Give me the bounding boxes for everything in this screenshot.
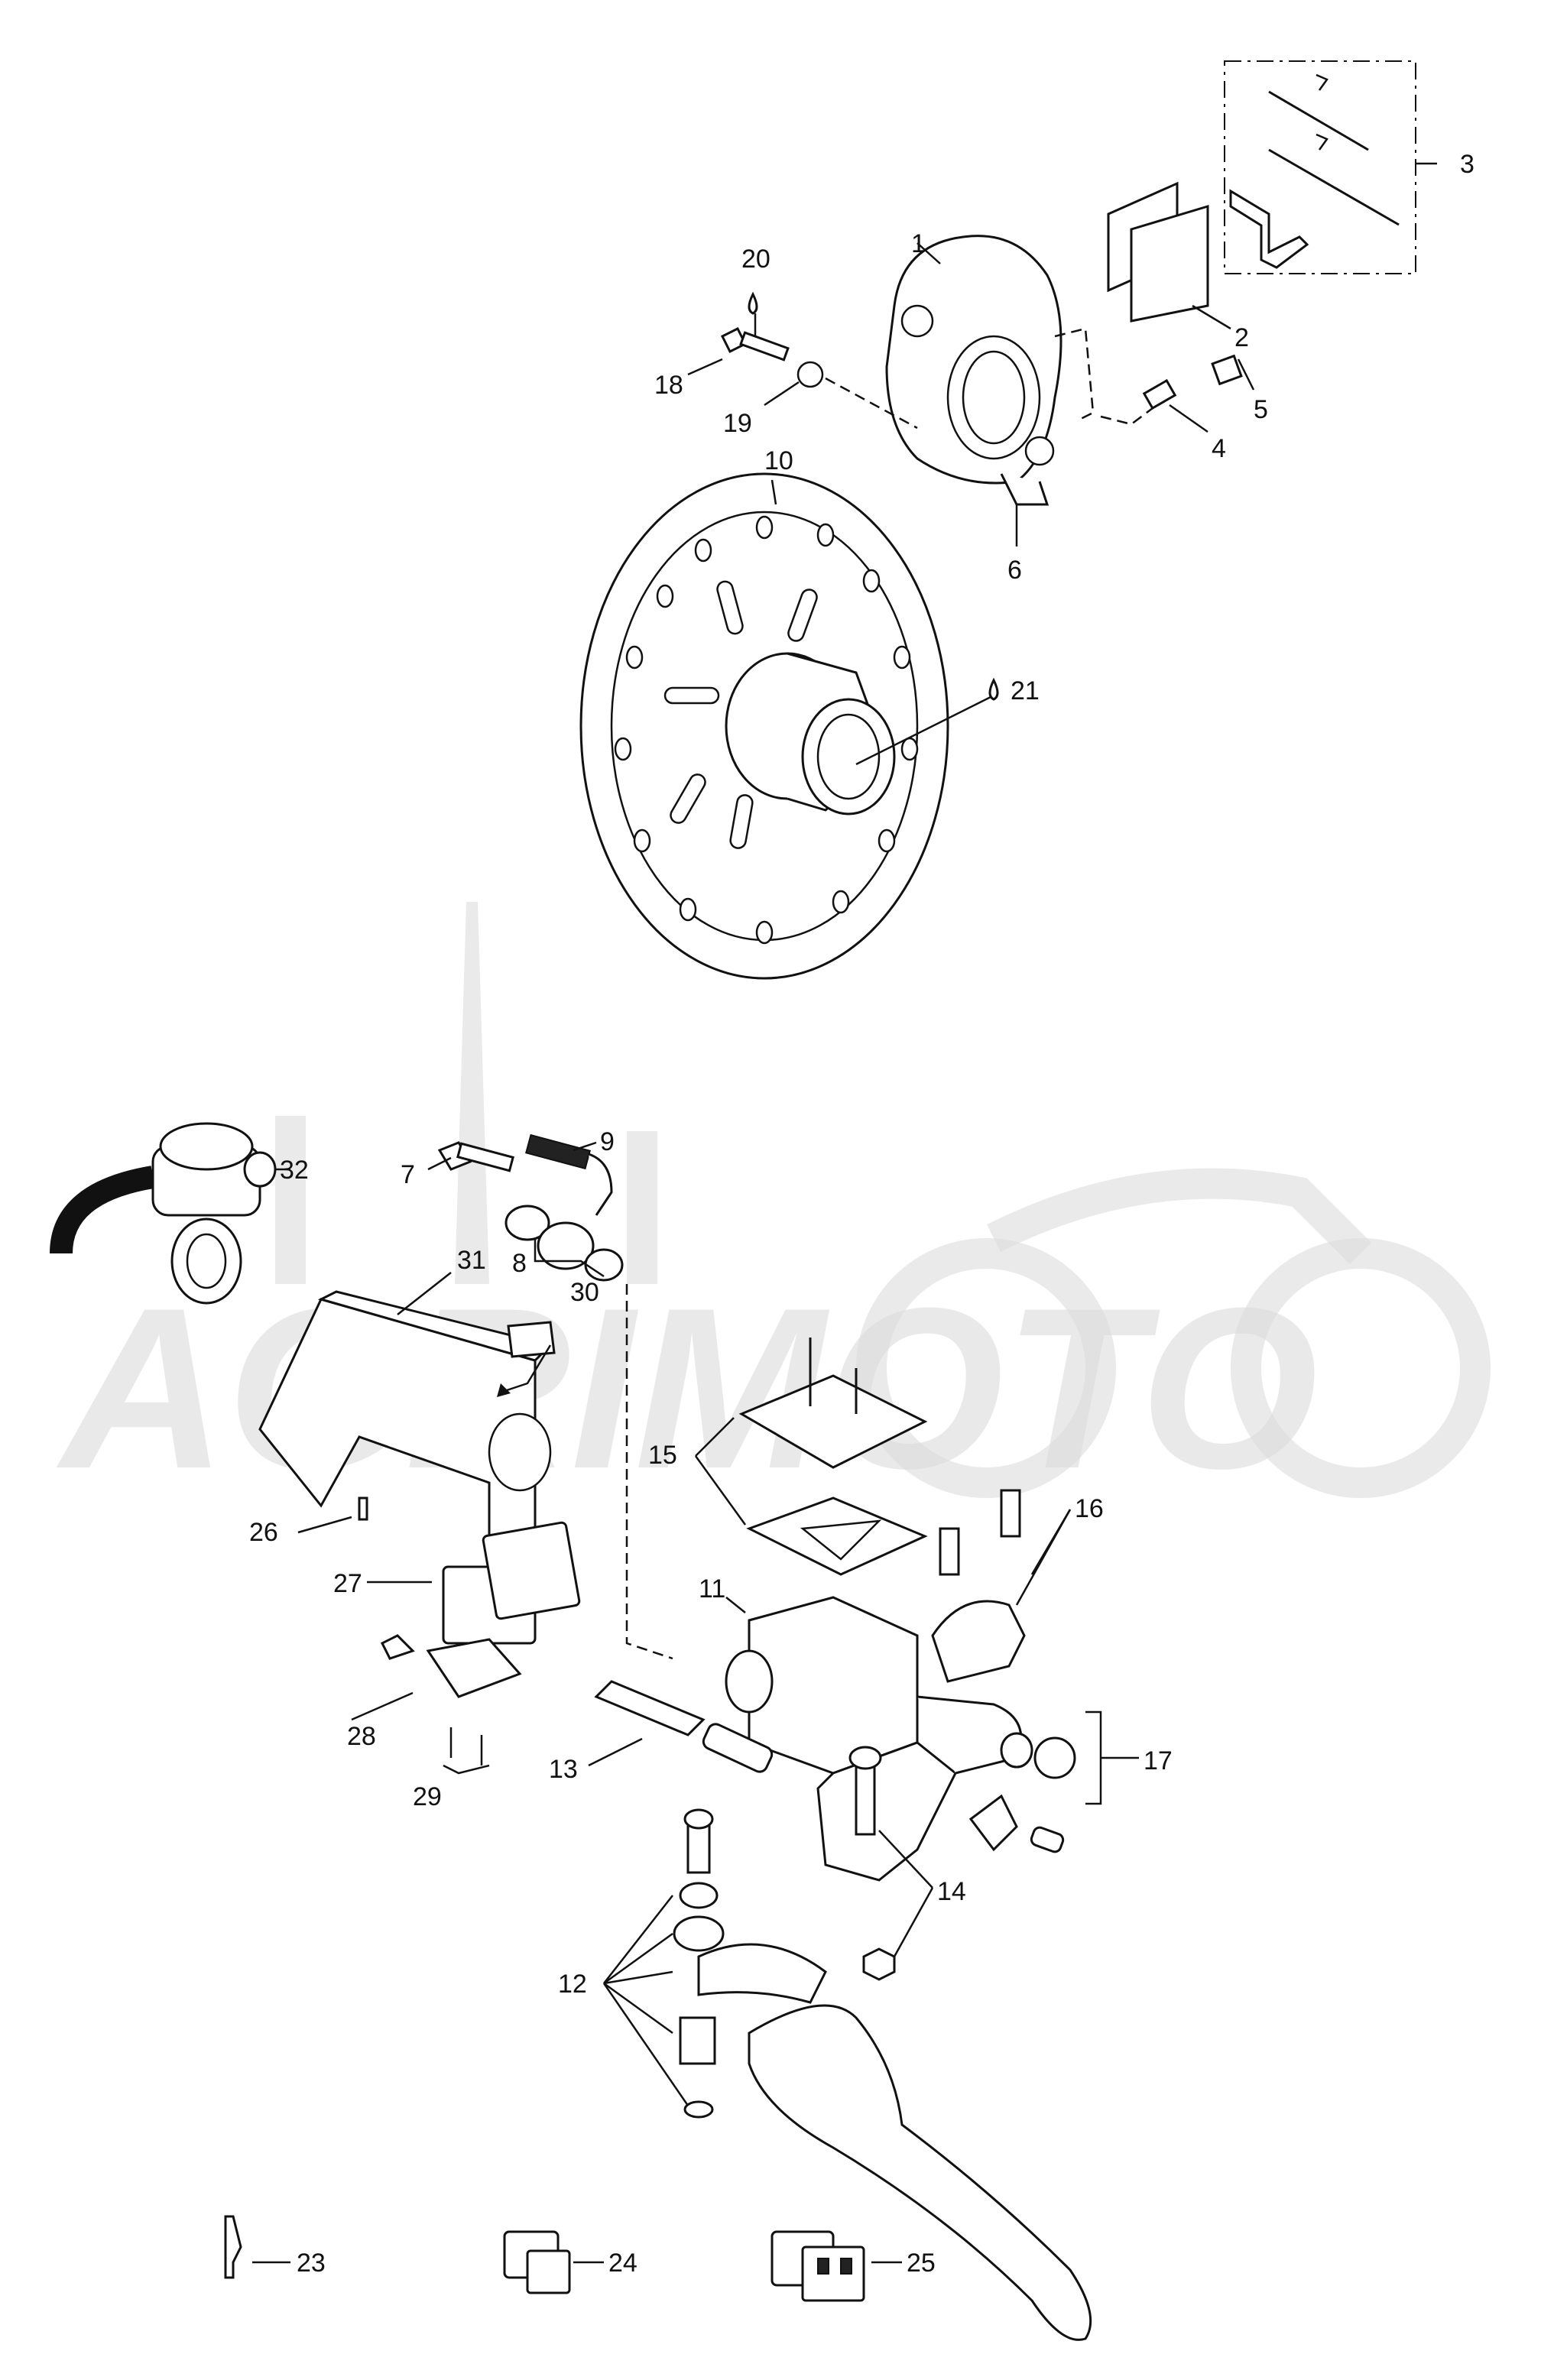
watermark-logo: AGRIMOTO (54, 902, 1491, 1516)
callout-28: 28 (347, 1722, 376, 1751)
brake-lever (602, 1808, 1092, 2341)
callout-15: 15 (648, 1441, 677, 1470)
brake-caliper (885, 235, 1062, 546)
callout-23: 23 (297, 2249, 326, 2278)
disc-holes (614, 515, 919, 945)
connector-24 (503, 2230, 604, 2294)
callout-27: 27 (333, 1569, 362, 1598)
callout-14: 14 (937, 1877, 966, 1906)
callout-29: 29 (413, 1782, 442, 1811)
callout-17: 17 (1144, 1746, 1173, 1775)
brake-pads (1107, 181, 1231, 330)
callout-13: 13 (549, 1755, 578, 1784)
callout-3: 3 (1460, 150, 1474, 179)
callout-5: 5 (1254, 395, 1268, 424)
callout-16: 16 (1075, 1494, 1104, 1523)
callout-18: 18 (654, 371, 683, 400)
callout-11: 11 (699, 1574, 725, 1603)
callout-12: 12 (558, 1970, 587, 1999)
callout-26: 26 (249, 1518, 278, 1547)
switch-cover (258, 1272, 553, 1546)
callout-25: 25 (907, 2249, 936, 2278)
switch-housing (50, 1122, 290, 1305)
callout-2: 2 (1234, 323, 1249, 352)
brake-switch (297, 1496, 581, 1775)
callout-10: 10 (764, 446, 793, 475)
callout-9: 9 (600, 1127, 615, 1156)
callout-7: 7 (401, 1160, 415, 1189)
master-cylinder-cover (694, 1338, 928, 1576)
handlebar-clamp (931, 1489, 1072, 1683)
callout-31: 31 (457, 1246, 486, 1275)
pushrod (588, 1680, 774, 1773)
callout-20: 20 (741, 245, 770, 274)
lever-pivot-bolt (848, 1746, 934, 1981)
brake-disc (579, 472, 999, 980)
callout-6: 6 (1007, 556, 1022, 585)
connector-25 (770, 2230, 902, 2302)
callout-1: 1 (911, 229, 926, 258)
pivot-cap (968, 1710, 1139, 1853)
terminal-23 (224, 2215, 290, 2279)
callout-30: 30 (570, 1278, 599, 1307)
callout-4: 4 (1212, 434, 1226, 463)
banjo-fitting (427, 1133, 624, 1282)
disc-slots (663, 580, 818, 849)
bleed-screw (1054, 327, 1255, 433)
callout-labels: 1 2 3 4 5 6 7 8 9 10 11 12 13 14 15 16 1… (249, 150, 1474, 2278)
label-sticker (497, 1321, 556, 1397)
callout-32: 32 (280, 1156, 309, 1185)
pin-kit-group (1224, 60, 1437, 274)
callout-21: 21 (1011, 676, 1040, 705)
master-cylinder (625, 1284, 1023, 1882)
callout-19: 19 (723, 409, 752, 438)
callout-8: 8 (512, 1249, 527, 1278)
callout-24: 24 (608, 2249, 637, 2278)
svg-text:AGRIMOTO: AGRIMOTO (54, 1260, 1319, 1516)
caliper-bolt (687, 291, 918, 430)
